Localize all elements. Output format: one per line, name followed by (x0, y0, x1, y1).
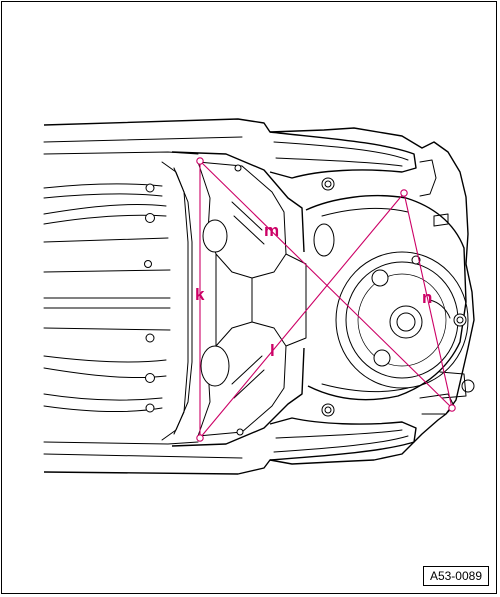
measure-line-m (199, 160, 453, 409)
measure-point-rear-upper (400, 189, 408, 197)
measure-point-front-right (196, 434, 204, 442)
measurement-lines (196, 157, 456, 442)
measure-point-rear-lower (448, 404, 456, 412)
label-l: l (270, 341, 275, 360)
label-m: m (264, 221, 280, 240)
label-k: k (195, 285, 205, 304)
label-n: n (422, 288, 433, 307)
measure-line-l (199, 192, 405, 439)
measure-line-n (403, 192, 453, 409)
underbody-outline (43, 118, 475, 475)
figure-reference-number: A53-0089 (422, 565, 489, 586)
measure-point-front-left (196, 157, 204, 165)
